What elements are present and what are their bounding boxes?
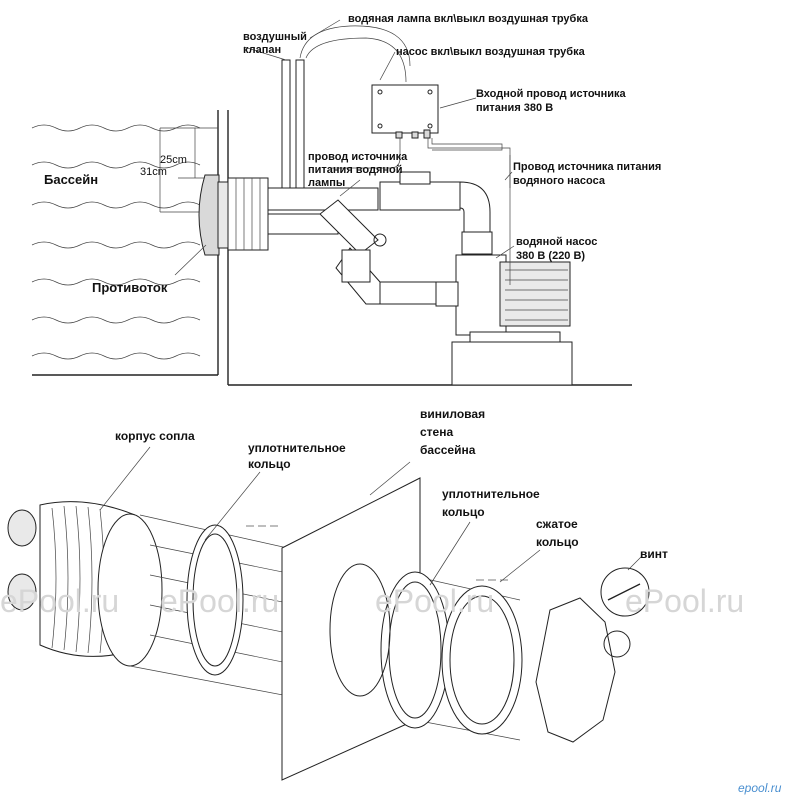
label-input-wire-1: Входной провод источника [476, 88, 627, 100]
label-lamp-wire-3: лампы [308, 177, 345, 189]
watermark-4: ePool.ru [625, 583, 744, 619]
label-air-valve-2: клапан [243, 44, 281, 56]
watermark-2: ePool.ru [160, 583, 279, 619]
air-valve [281, 59, 305, 196]
installation-scheme: 25cm 31cm [31, 13, 661, 386]
label-clamp-ring-2: кольцо [536, 535, 579, 549]
label-pump-2: 380 В (220 В) [516, 250, 585, 262]
watermark-1: ePool.ru [0, 583, 119, 619]
label-clamp-ring-1: сжатое [536, 517, 578, 531]
watermarks: ePool.ru ePool.ru ePool.ru ePool.ru epoo… [0, 583, 782, 795]
watermark-3: ePool.ru [375, 583, 494, 619]
control-box [371, 84, 439, 139]
label-seal-ring-left-1: уплотнительное [248, 441, 346, 455]
label-seal-ring-right-2: кольцо [442, 505, 485, 519]
octagonal-end [535, 597, 616, 743]
right-seal-ring [329, 563, 450, 729]
label-pump-1: водяной насос [516, 236, 597, 248]
label-pump-wire-1: Провод источника питания [513, 161, 661, 173]
screw-detail [600, 567, 650, 658]
label-vinyl-wall-1: виниловая [420, 407, 485, 421]
label-screw: винт [640, 547, 668, 561]
piping [267, 171, 493, 305]
label-lamp-wire-1: провод источника [308, 151, 408, 163]
exploded-assembly: корпус сопла уплотнительное кольцо винил… [7, 407, 668, 781]
label-nozzle-body: корпус сопла [115, 429, 195, 443]
leader-lines-top [174, 19, 515, 276]
counterflow-nozzle [198, 174, 269, 256]
water-pump [435, 254, 573, 386]
dim-25cm: 25cm [160, 154, 187, 166]
label-seal-ring-right-1: уплотнительное [442, 487, 540, 501]
label-air-valve-1: воздушный [243, 31, 307, 43]
label-pump-air-tube: насос вкл\выкл воздушная трубка [396, 46, 586, 58]
label-seal-ring-left-2: кольцо [248, 457, 291, 471]
leader-lines-bottom [99, 446, 643, 586]
label-input-wire-2: питания 380 В [476, 102, 553, 114]
left-seal-ring [186, 524, 244, 676]
label-lamp-wire-2: питания водяной [308, 164, 403, 176]
watermark-corner: epool.ru [738, 781, 782, 795]
clamp-ring [441, 585, 523, 735]
label-pump-wire-2: водяного насоса [513, 175, 606, 187]
label-lamp-air-tube: водяная лампа вкл\выкл воздушная трубка [348, 13, 589, 25]
label-pool: Бассейн [44, 172, 98, 187]
label-vinyl-wall-2: стена [420, 425, 453, 439]
nozzle-body [7, 501, 163, 667]
pool-water [31, 124, 201, 360]
label-vinyl-wall-3: бассейна [420, 443, 476, 457]
label-counterflow: Противоток [92, 280, 168, 295]
dim-31cm: 31cm [140, 166, 167, 178]
